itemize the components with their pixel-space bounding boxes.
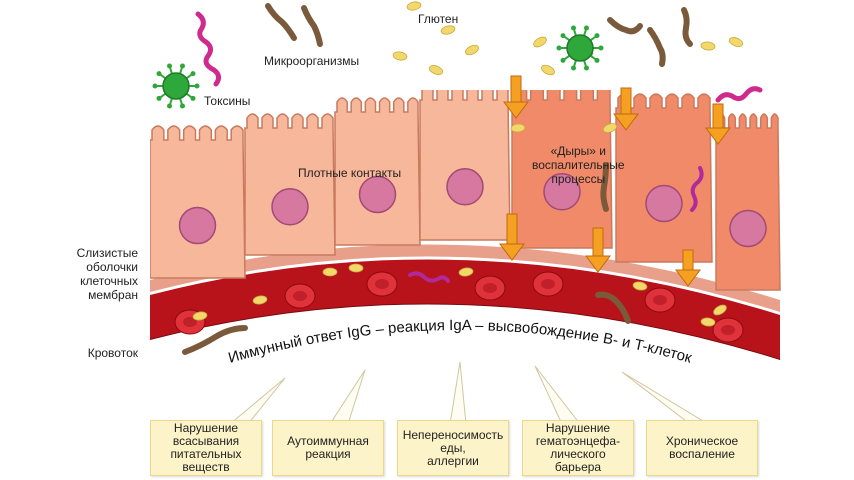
gluten-particle [428, 65, 444, 75]
bacteria-pink-2 [715, 86, 763, 103]
label-toxins: Токсины [204, 94, 251, 108]
epithelial-cell [244, 113, 336, 256]
virus [556, 25, 604, 71]
cell-nucleus [446, 168, 484, 206]
gluten-particle [252, 295, 268, 305]
immune-banner-band [150, 304, 780, 385]
leak-arrow [675, 249, 701, 287]
cell-nucleus [358, 175, 397, 214]
gluten-particle [728, 37, 744, 47]
label-microorganisms: Микроорганизмы [264, 54, 360, 68]
tissue-basement [150, 244, 780, 312]
effect-box-blood-brain-barrier: Нарушение гематоэнцефа- лического барьер… [522, 420, 634, 476]
gluten-particle [392, 51, 408, 61]
gluten-particle [348, 263, 364, 273]
label-tight-junctions: Плотные контакты [298, 166, 402, 180]
gluten-particle [510, 123, 526, 133]
leak-arrow [705, 103, 731, 145]
gluten-particle [632, 281, 648, 291]
cell-nucleus [271, 187, 309, 226]
effect-box-food-intolerance: Непереносимость еды, аллергии [397, 420, 509, 476]
gluten-particle [533, 36, 547, 48]
virus [152, 63, 200, 109]
gluten-particle [406, 1, 422, 11]
bacteria-pink-4 [408, 271, 450, 283]
label-holes: «Дыры» и воспалительные процессы [532, 144, 625, 186]
epithelial-cell [150, 125, 246, 279]
cell-nucleus [543, 173, 581, 211]
epithelial-cell [715, 113, 781, 291]
leak-arrow [503, 75, 529, 119]
label-mucosa: Слизистые оболочки клеточных мембран [76, 246, 138, 302]
epithelial-cell [615, 93, 713, 263]
red-blood-cells [174, 271, 744, 343]
leak-arrow [585, 227, 611, 273]
effect-box-nutrient-absorption: Нарушение всасывания питательных веществ [150, 420, 262, 476]
epithelial-cell [334, 97, 421, 246]
gluten-particle [192, 311, 208, 321]
bloodstream-band [150, 259, 780, 360]
label-gluten: Глютен [418, 12, 459, 26]
leak-arrows [499, 75, 731, 287]
gluten-particle [713, 304, 727, 316]
bacteria-pink-3 [690, 166, 704, 212]
gluten-particles [192, 1, 744, 327]
gluten-particle [458, 267, 474, 277]
leak-arrow [613, 87, 639, 131]
gluten-particle [602, 123, 618, 133]
leak-arrow [499, 213, 525, 261]
bacteria-pink-1 [195, 11, 222, 87]
bacteria-brown-group [182, 3, 693, 355]
gluten-particle [465, 44, 479, 56]
cell-nucleus [178, 206, 217, 245]
effect-pointers [228, 361, 710, 425]
gluten-particle [700, 317, 716, 327]
gluten-particle [440, 25, 456, 35]
gluten-particle [541, 64, 555, 76]
viruses [152, 25, 604, 109]
gluten-particle [700, 41, 716, 51]
cell-nucleus [729, 209, 767, 248]
effect-box-chronic-inflammation: Хроническое воспаление [646, 420, 758, 476]
epithelial-cell [419, 90, 511, 241]
gluten-particle [322, 267, 338, 277]
cell-nucleus [645, 184, 683, 223]
effect-box-autoimmune: Аутоиммунная реакция [272, 420, 384, 476]
epithelial-cells [150, 90, 781, 291]
label-bloodstream: Кровоток [87, 346, 138, 360]
epithelial-cell [511, 90, 613, 249]
